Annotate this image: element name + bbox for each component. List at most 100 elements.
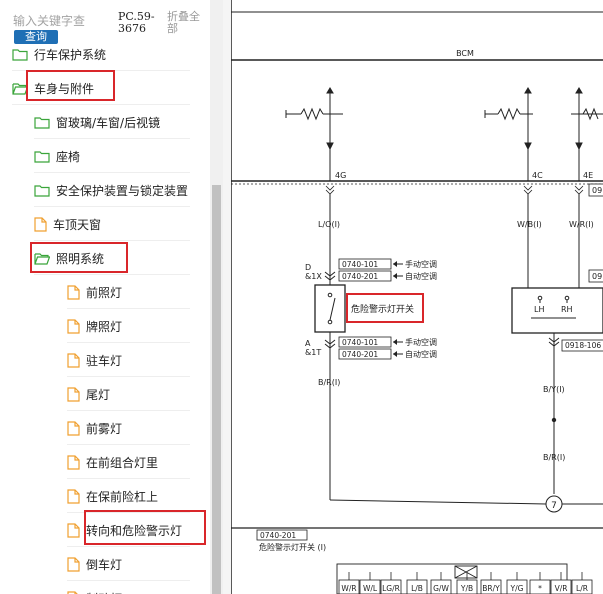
ac-auto-top: 自动空调: [405, 271, 437, 281]
switch-label-highlight: [346, 293, 424, 323]
connector-pin-label: BR/Y: [482, 584, 500, 593]
bottom-caption: 危险警示灯开关 (I): [259, 542, 326, 552]
connector-pin-label: Y/G: [510, 584, 524, 593]
tree-item-13[interactable]: 在保前险杠上: [67, 479, 190, 513]
tree-item-16[interactable]: 制动灯: [67, 581, 122, 594]
code-box-201-top: [338, 270, 392, 282]
tree-item-label: 车身与附件: [34, 81, 95, 96]
tree-item-separator: [67, 410, 190, 411]
ac-manual-top: 手动空调: [405, 259, 437, 269]
tree-item-label: 尾灯: [86, 387, 111, 402]
search-bar: 查询 PC.59-3676 折叠全部: [0, 0, 210, 44]
tree-item-11[interactable]: 前雾灯: [67, 411, 190, 445]
highlight-box: [84, 510, 206, 545]
arrowhead-auto-top: [393, 273, 397, 279]
connector-pin-label: W/L: [363, 584, 378, 593]
page-icon: [67, 454, 80, 470]
connector-marks: [325, 185, 584, 195]
code-box-201-bottom: [338, 348, 392, 360]
tree-item-separator: [67, 342, 190, 343]
pin-box-right-text: 09: [592, 186, 602, 195]
bottom-code: 0740-201: [260, 531, 296, 540]
chevron-switch-bottom: [324, 339, 336, 345]
junction-dot: [551, 417, 557, 423]
query-button[interactable]: 查询: [14, 30, 58, 44]
connector-pin-label: L/R: [576, 584, 588, 593]
tree-item-separator: [34, 138, 190, 139]
tree-item-label: 牌照灯: [86, 319, 123, 334]
collapse-all-button[interactable]: 折叠全部: [167, 10, 200, 35]
navigation-panel: 行车保护系统车身与附件窗玻璃/车窗/后视镜座椅安全保护装置与锁定装置车顶天窗照明…: [0, 0, 223, 594]
code-101-top: 0740-101: [342, 260, 378, 269]
pin-box-right: [588, 183, 603, 197]
code-box-101-bottom: [338, 336, 392, 348]
wire-label-br-bottom: B/R(I): [543, 453, 565, 462]
switch-ref-1t: &1T: [305, 348, 321, 357]
tree-item-4[interactable]: 安全保护装置与锁定装置: [34, 173, 190, 207]
folder-icon: [34, 184, 50, 197]
tree-item-7[interactable]: 前照灯: [67, 275, 190, 309]
page-icon: [67, 590, 80, 594]
wire-label-br-left: B/R(I): [318, 378, 340, 387]
wire-label-wb: W/B(I): [517, 220, 542, 229]
tree-item-separator: [12, 104, 190, 105]
wire-to-node: [329, 499, 547, 505]
tree-item-label: 倒车灯: [86, 557, 123, 572]
tree-item-8[interactable]: 牌照灯: [67, 309, 190, 343]
chevron-relay: [548, 337, 560, 343]
page-icon: [67, 522, 80, 538]
tree-item-15[interactable]: 倒车灯: [67, 547, 190, 581]
tree-item-separator: [67, 580, 190, 581]
code-box-101-top: [338, 258, 392, 270]
relay-lh: LH: [534, 305, 544, 314]
relay-code-0918-text: 0918-106: [565, 341, 601, 350]
tree-item-2[interactable]: 窗玻璃/车窗/后视镜: [34, 105, 190, 139]
tree-item-10[interactable]: 尾灯: [67, 377, 190, 411]
tree-item-separator: [67, 444, 190, 445]
tree-item-14[interactable]: 转向和危险警示灯: [67, 513, 190, 547]
tree-item-separator: [67, 546, 190, 547]
pin-4e: 4E: [583, 171, 593, 180]
tree-item-separator: [34, 274, 190, 275]
node-label: 7: [551, 501, 557, 511]
relay-rh: RH: [561, 305, 573, 314]
tree-item-separator: [34, 206, 190, 207]
tree-item-label: 行车保护系统: [34, 47, 107, 62]
panel-divider[interactable]: [223, 0, 231, 594]
arrowhead-manual-top: [393, 261, 397, 267]
tree-item-separator: [67, 478, 190, 479]
tree-item-3[interactable]: 座椅: [34, 139, 190, 173]
wire-label-by: B/Y(I): [543, 385, 565, 394]
connector-outline: [336, 563, 568, 594]
resistor-left: [285, 87, 343, 181]
connector-pin-label: W/R: [341, 584, 356, 593]
bcm-label: BCM: [456, 49, 474, 58]
relay-code-text: 09: [592, 272, 602, 281]
tree-item-12[interactable]: 在前组合灯里: [67, 445, 190, 479]
tree-item-label: 车顶天窗: [53, 217, 102, 232]
bottom-code-box: [256, 529, 308, 541]
tree-item-5[interactable]: 车顶天窗: [34, 207, 190, 241]
wiring-diagram-canvas: BCM 4G 4C 4E 09: [231, 0, 603, 594]
folder-icon: [34, 116, 50, 129]
code-201-top: 0740-201: [342, 272, 378, 281]
tree-item-label: 前照灯: [86, 285, 123, 300]
tree-item-label: 前雾灯: [86, 421, 123, 436]
tree-item-label: 制动灯: [86, 590, 122, 594]
relay-code-box: [588, 269, 603, 283]
relay-contacts: [531, 295, 576, 319]
connector-pin-label: V/R: [555, 584, 568, 593]
highlight-box: [26, 70, 115, 101]
highlight-box: [30, 242, 128, 273]
wire-label-lo: L/O(I): [318, 220, 340, 229]
scrollbar-thumb[interactable]: [212, 185, 221, 594]
wiring-diagram: BCM 4G 4C 4E 09: [231, 0, 603, 594]
folder-icon: [12, 48, 28, 61]
code-101-bottom: 0740-101: [342, 338, 378, 347]
tree-item-6[interactable]: 照明系统: [34, 241, 190, 275]
search-input[interactable]: [13, 12, 116, 30]
tree-item-9[interactable]: 驻车灯: [67, 343, 190, 377]
folder-open-icon: [34, 252, 50, 265]
tree-item-label: 转向和危险警示灯: [86, 523, 183, 538]
page-icon: [67, 386, 80, 402]
